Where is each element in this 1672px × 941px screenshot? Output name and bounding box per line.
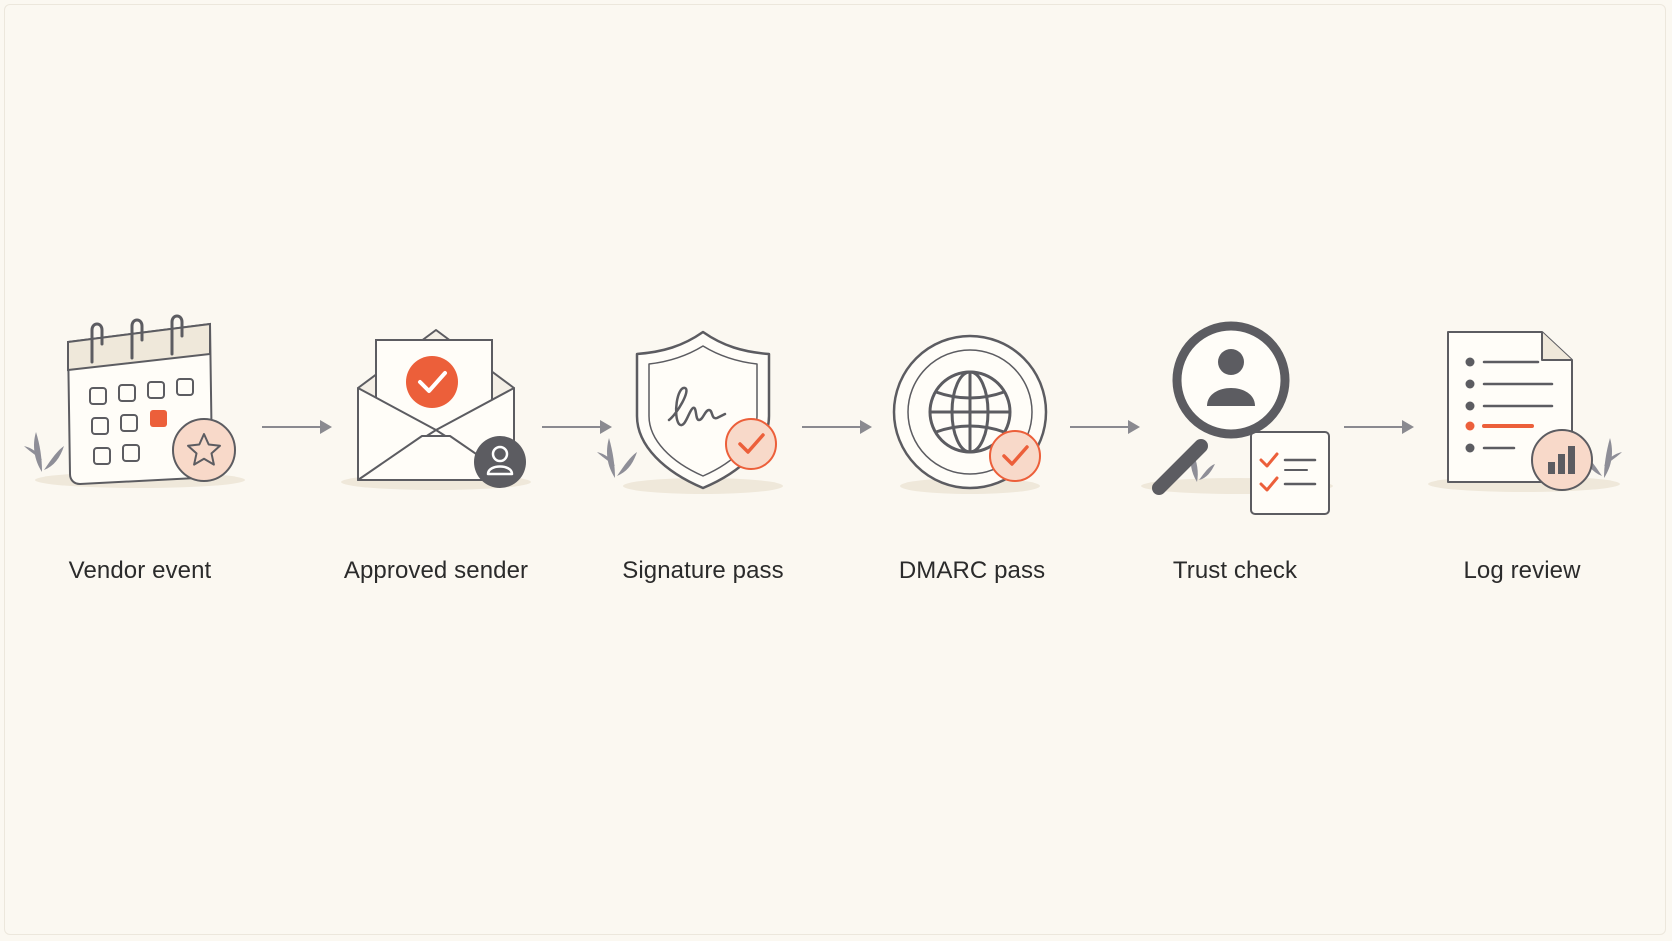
step-dmarc-pass: DMARC pass (862, 320, 1082, 600)
globe-icon (892, 334, 1048, 494)
step-label: Trust check (1172, 557, 1298, 584)
calendar-icon (24, 314, 245, 488)
check-icon (406, 356, 458, 408)
step-label: Log review (1463, 557, 1581, 584)
step-approved-sender: Approved sender (326, 320, 546, 600)
arrow-icon (1070, 420, 1140, 434)
step-label: DMARC pass (898, 557, 1046, 584)
arrow-icon (262, 420, 332, 434)
arrow-icon (542, 420, 612, 434)
document-icon (1428, 331, 1622, 492)
step-vendor-event: Vendor event (24, 314, 250, 600)
envelope-icon (341, 329, 531, 490)
star-badge (172, 418, 236, 482)
magnifier-icon (1141, 321, 1333, 515)
check-badge (989, 430, 1041, 482)
step-signature-pass: Signature pass (593, 320, 813, 600)
arrow-icon (1344, 420, 1414, 434)
step-label: Signature pass (622, 557, 784, 584)
user-badge (474, 436, 526, 488)
step-log-review: Log review (1412, 320, 1632, 600)
check-badge (725, 418, 777, 470)
shield-icon (597, 330, 783, 494)
step-label: Approved sender (343, 557, 529, 584)
step-trust-check: Trust check (1125, 320, 1345, 600)
user-icon (1207, 349, 1255, 406)
bar-chart-badge (1531, 429, 1593, 491)
step-label: Vendor event (68, 557, 212, 584)
checklist-card (1250, 431, 1330, 515)
arrow-icon (802, 420, 872, 434)
diagram-frame (4, 4, 1666, 935)
